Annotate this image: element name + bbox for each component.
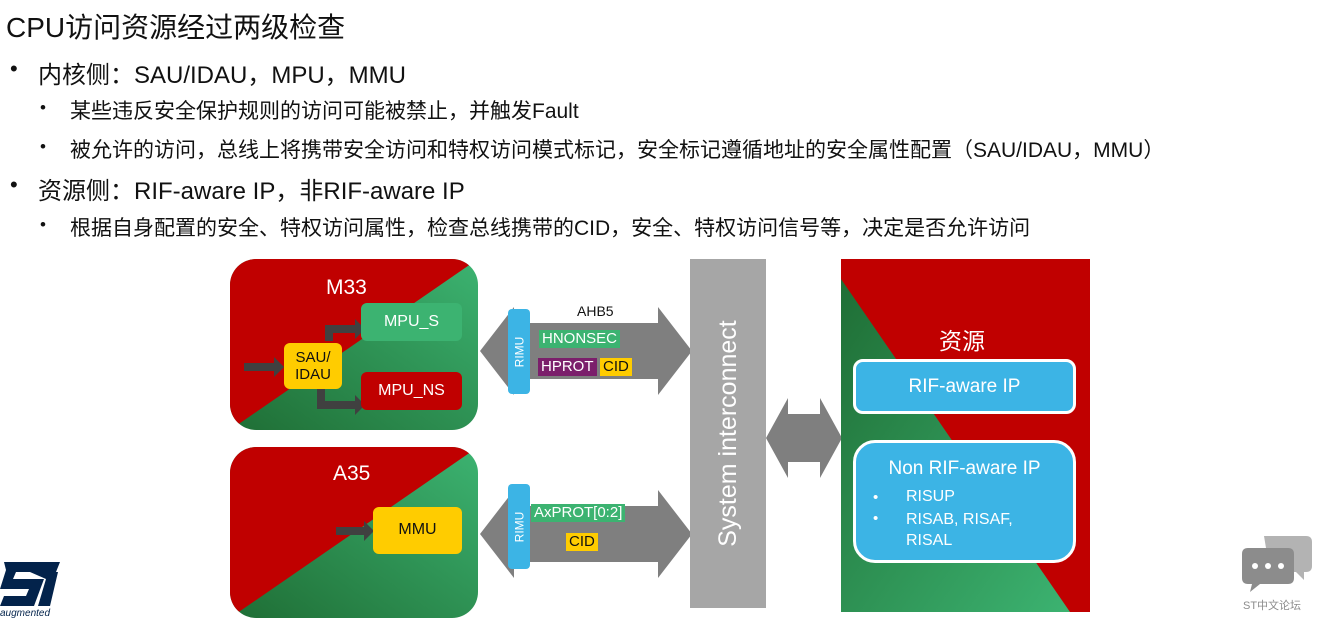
a35-panel: A35 MMU — [230, 447, 478, 618]
resource-title: 资源 — [939, 328, 985, 354]
interconnect-resource-arrow — [766, 398, 842, 478]
hprot-tag: HPROT — [538, 358, 597, 376]
rimu-bottom: RIMU — [508, 484, 530, 569]
mpu-s-box: MPU_S — [361, 303, 462, 341]
double-arrow-icon — [766, 398, 842, 478]
page-title: CPU访问资源经过两级检查 — [6, 12, 346, 43]
bullet-glyph-icon: • — [10, 56, 18, 81]
hnonsec-tag: HNONSEC — [539, 330, 621, 348]
bullet-fault: 某些违反安全保护规则的访问可能被禁止，并触发Fault — [70, 100, 579, 123]
bullet-glyph-icon: • — [873, 489, 879, 506]
bullet-glyph-icon: • — [40, 215, 46, 234]
rimu-top: RIMU — [508, 309, 530, 394]
rif-aware-ip-box: RIF-aware IP — [853, 359, 1076, 414]
resource-panel: 资源 RIF-aware IP Non RIF-aware IP • RISUP… — [841, 259, 1090, 612]
a35-panel-background — [230, 447, 478, 618]
bullet-glyph-icon: • — [873, 510, 879, 527]
non-rif-aware-ip-title: Non RIF-aware IP — [888, 458, 1041, 479]
bullet-glyph-icon: • — [40, 137, 46, 156]
st-logo-icon — [0, 562, 60, 606]
arrow-into-mmu-icon — [336, 521, 374, 541]
bullet-check-cid: 根据自身配置的安全、特权访问属性，检查总线携带的CID，安全、特权访问信号等，决… — [70, 217, 1031, 240]
ahb5-label: AHB5 — [577, 303, 614, 319]
chat-bubble-icon — [1242, 536, 1312, 592]
rimu-top-label: RIMU — [512, 336, 527, 367]
arrow-to-mpu-ns-icon — [317, 387, 365, 415]
risup-item: RISUP — [906, 488, 955, 505]
axprot-tag: AxPROT[0:2] — [531, 504, 626, 522]
cid-tag-top: CID — [600, 358, 632, 376]
risab-item: RISAB, RISAF, RISAL — [906, 511, 1013, 549]
bullet-glyph-icon: • — [40, 98, 46, 117]
m33-label: M33 — [326, 276, 367, 299]
sau-idau-box: SAU/ IDAU — [284, 343, 342, 389]
bullet-resource-side: 资源侧：RIF-aware IP，非RIF-aware IP — [38, 178, 465, 205]
non-rif-aware-ip-box: Non RIF-aware IP • RISUP • RISAB, RISAF,… — [853, 440, 1076, 563]
bus-top-arrow — [480, 307, 692, 395]
rimu-bottom-label: RIMU — [512, 511, 527, 542]
m33-panel: M33 SAU/ IDAU MPU_S MPU_NS — [230, 259, 478, 430]
bus-top-double-arrow-icon — [480, 307, 692, 395]
mpu-ns-box: MPU_NS — [361, 372, 462, 410]
arrow-to-mpu-s-icon — [325, 319, 365, 341]
bullet-glyph-icon: • — [10, 172, 18, 197]
a35-label: A35 — [333, 462, 371, 485]
forum-label: ST中文论坛 — [1243, 600, 1302, 612]
cid-tag-bottom: CID — [566, 533, 598, 551]
system-interconnect: System interconnect — [690, 259, 766, 608]
arrow-into-sau-icon — [244, 357, 284, 377]
mmu-box: MMU — [373, 507, 462, 554]
bullet-allowed-access: 被允许的访问，总线上将携带安全访问和特权访问模式标记，安全标记遵循地址的安全属性… — [70, 139, 1165, 162]
logo-tagline: augmented — [0, 608, 51, 619]
m33-arrows — [244, 319, 365, 415]
bullet-kernel-side: 内核侧：SAU/IDAU，MPU，MMU — [38, 62, 407, 89]
interconnect-label: System interconnect — [713, 320, 742, 547]
